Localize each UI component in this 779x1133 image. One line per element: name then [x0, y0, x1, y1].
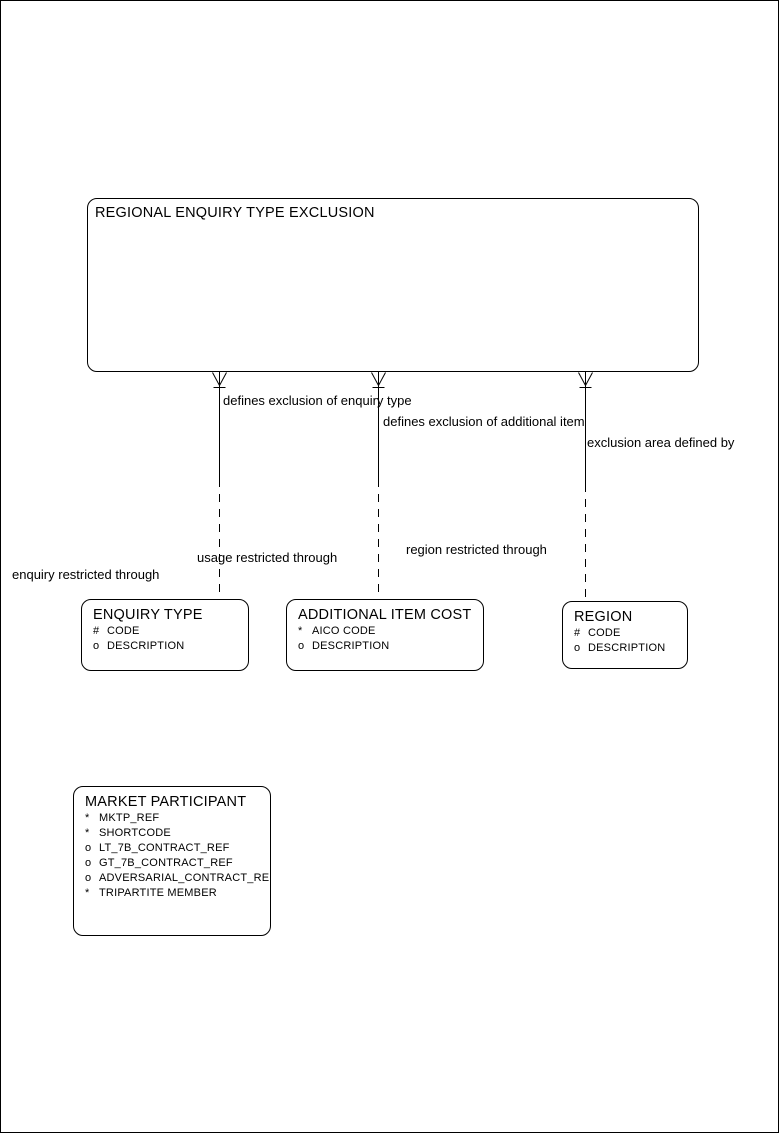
- relationship-line-region: [578, 372, 593, 601]
- crows-foot-icon: [212, 372, 227, 388]
- attribute-name: AICO CODE: [312, 625, 376, 637]
- crows-foot-icon: [371, 372, 386, 388]
- relationship-label-defines-exclusion-of-enquiry-type: defines exclusion of enquiry type: [223, 393, 412, 408]
- attribute-marker: o: [298, 640, 305, 652]
- attribute-marker: o: [85, 872, 92, 884]
- attribute-marker: o: [574, 642, 581, 654]
- attribute-name: LT_7B_CONTRACT_REF: [99, 842, 230, 854]
- attribute-name: CODE: [107, 625, 140, 637]
- attribute-name: DESCRIPTION: [312, 640, 390, 652]
- attribute-name: DESCRIPTION: [588, 642, 666, 654]
- entity-title: MARKET PARTICIPANT: [85, 794, 247, 810]
- attribute-row: o GT_7B_CONTRACT_REF: [85, 856, 270, 871]
- attribute-row: # CODE: [574, 626, 687, 641]
- relationship-label-usage-restricted-through: usage restricted through: [197, 550, 338, 565]
- relationship-label-exclusion-area-defined-by: exclusion area defined by: [587, 435, 735, 450]
- attribute-row: * MKTP_REF: [85, 811, 270, 826]
- attribute-name: MKTP_REF: [99, 812, 160, 824]
- attribute-marker: *: [85, 812, 90, 824]
- attribute-marker: #: [574, 627, 581, 639]
- attribute-row: * AICO CODE: [298, 624, 483, 639]
- attribute-marker: #: [93, 625, 100, 637]
- entity-title: ENQUIRY TYPE: [93, 607, 203, 623]
- attribute-row: o ADVERSARIAL_CONTRACT_REF: [85, 871, 270, 886]
- attribute-name: GT_7B_CONTRACT_REF: [99, 857, 233, 869]
- relationship-line-enquiry-type: [212, 372, 227, 599]
- relationship-line-additional-item-cost: [371, 372, 386, 599]
- crows-foot-icon: [578, 372, 593, 388]
- attribute-row: # CODE: [93, 624, 248, 639]
- attribute-name: SHORTCODE: [99, 827, 171, 839]
- attribute-name: DESCRIPTION: [107, 640, 185, 652]
- relationship-label-region-restricted-through: region restricted through: [406, 542, 547, 557]
- attribute-marker: *: [85, 827, 90, 839]
- attribute-marker: *: [85, 887, 90, 899]
- attribute-name: CODE: [588, 627, 621, 639]
- attribute-marker: *: [298, 625, 303, 637]
- entity-enquiry-type: ENQUIRY TYPE # CODE o DESCRIPTION: [81, 599, 249, 671]
- relationship-label-enquiry-restricted-through: enquiry restricted through: [12, 567, 160, 582]
- attribute-row: o LT_7B_CONTRACT_REF: [85, 841, 270, 856]
- attribute-row: * SHORTCODE: [85, 826, 270, 841]
- entity-regional-enquiry-type-exclusion: REGIONAL ENQUIRY TYPE EXCLUSION: [87, 198, 699, 372]
- entity-title: REGIONAL ENQUIRY TYPE EXCLUSION: [95, 205, 375, 221]
- entity-title: REGION: [574, 609, 633, 625]
- attribute-row: * TRIPARTITE MEMBER: [85, 886, 270, 901]
- entity-market-participant: MARKET PARTICIPANT *MKTP_REF *SHORTCODE …: [73, 786, 271, 936]
- entity-title: ADDITIONAL ITEM COST: [298, 607, 472, 623]
- entity-additional-item-cost: ADDITIONAL ITEM COST * AICO CODE o DESCRIP…: [286, 599, 484, 671]
- relationship-label-defines-exclusion-of-additional-item: defines exclusion of additional item: [383, 414, 585, 429]
- attribute-marker: o: [85, 857, 92, 869]
- entity-region: REGION # CODE o DESCRIPTION: [562, 601, 688, 669]
- attribute-marker: o: [85, 842, 92, 854]
- attribute-name: TRIPARTITE MEMBER: [99, 887, 217, 899]
- attribute-name: ADVERSARIAL_CONTRACT_REF: [99, 872, 271, 884]
- attribute-row: o DESCRIPTION: [298, 639, 483, 654]
- attribute-row: o DESCRIPTION: [574, 641, 687, 656]
- attribute-marker: o: [93, 640, 100, 652]
- attribute-row: o DESCRIPTION: [93, 639, 248, 654]
